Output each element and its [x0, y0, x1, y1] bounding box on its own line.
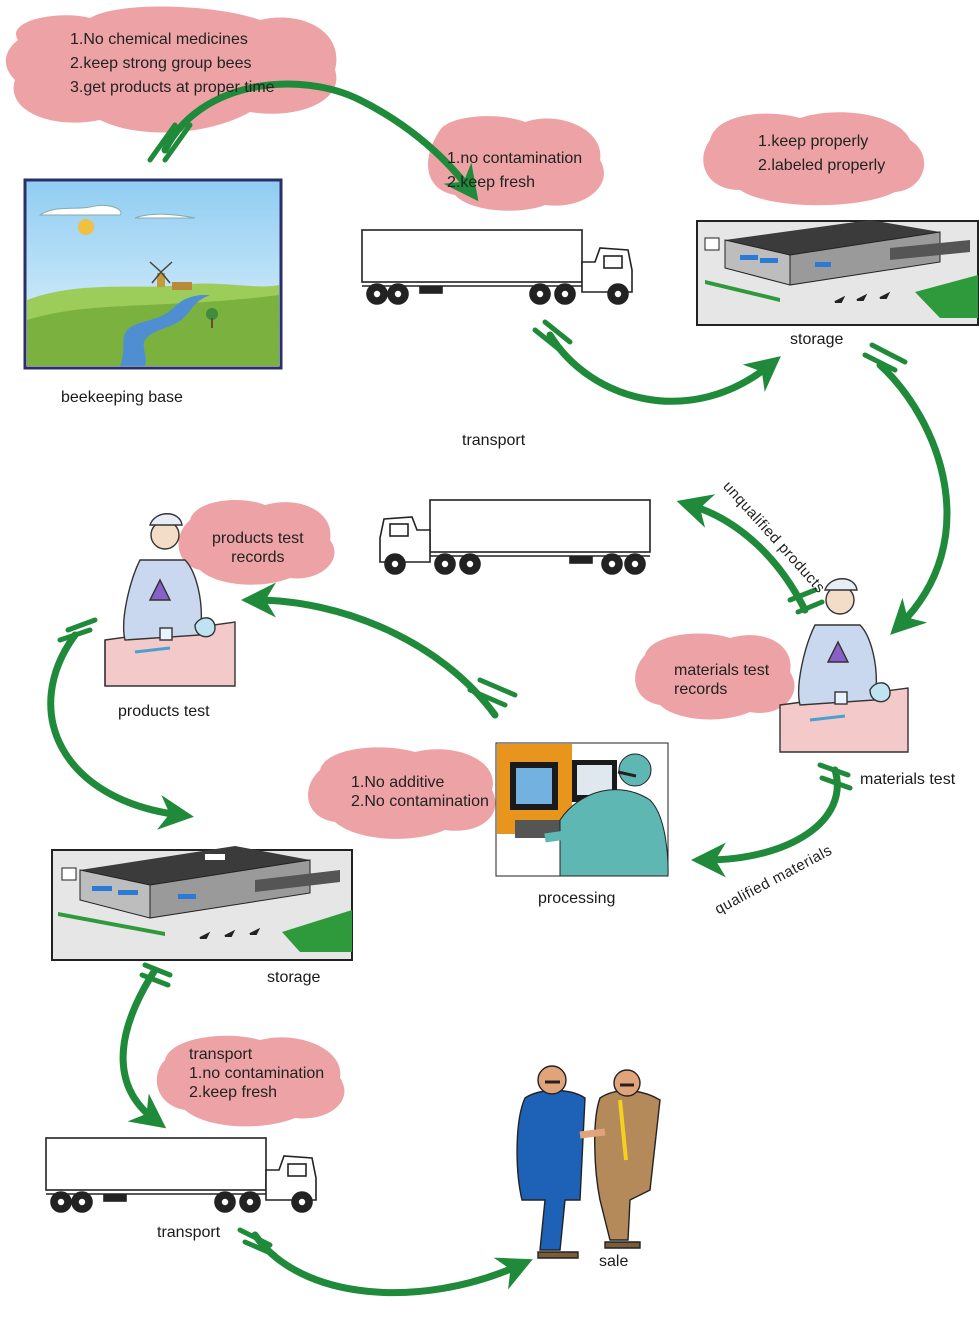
cloud-line: 1.no contamination — [189, 1065, 325, 1082]
arrow-storage-to-materials-test — [876, 361, 951, 635]
label-storage-2: storage — [267, 969, 321, 986]
label-processing: processing — [538, 890, 616, 907]
cloud-line: 2.keep strong group bees — [70, 55, 252, 72]
label-products-test: products test — [118, 703, 210, 720]
cloud-materials-test — [635, 633, 795, 720]
cloud-line: 1.keep properly — [758, 133, 869, 150]
cloud-line: 1.no contamination — [447, 150, 583, 167]
cloud-storage-1 — [703, 112, 925, 206]
cloud-line: 2.keep fresh — [189, 1084, 278, 1101]
arrow-storage-to-transport — [119, 966, 167, 1129]
arrow-transport-to-sale — [251, 1231, 533, 1297]
beekeeping-base-illustration — [23, 178, 283, 370]
cloud-line: materials test — [674, 662, 770, 679]
label-transport-2: transport — [157, 1224, 221, 1241]
cloud-transport-2 — [156, 1035, 345, 1127]
truck-2-illustration — [379, 499, 651, 575]
products-test-scientist-illustration — [104, 513, 236, 687]
materials-test-scientist-illustration — [779, 578, 909, 753]
arrow-base-to-transport — [161, 80, 479, 202]
arrow-transport-to-storage — [546, 331, 781, 405]
cloud-text-products-test: products test records — [212, 529, 304, 567]
cloud-line: products test — [212, 530, 304, 547]
cloud-line: records — [674, 681, 728, 698]
truck-3-illustration — [45, 1137, 317, 1213]
arrow-unqualified-return — [676, 494, 809, 614]
arrow-processing-to-products-test — [241, 582, 499, 719]
cloud-line: 1.No chemical medicines — [70, 31, 248, 48]
cloud-text-transport-2: transport 1.no contamination 2.keep fres… — [189, 1045, 324, 1102]
arrow-products-test-to-storage — [47, 631, 194, 830]
sale-handshake-illustration — [516, 1065, 661, 1259]
cloud-text-processing: 1.No additive 2.No contamination — [351, 773, 489, 811]
cloud-products-test — [178, 500, 335, 585]
label-sale: sale — [599, 1253, 629, 1270]
cloud-line: transport — [189, 1046, 253, 1063]
label-storage-1: storage — [790, 331, 844, 348]
cloud-text-transport-1: 1.no contamination 2.keep fresh — [447, 147, 582, 195]
label-beekeeping-base: beekeeping base — [61, 389, 183, 406]
cloud-line: 2.keep fresh — [447, 174, 536, 191]
storage-1-illustration — [696, 220, 979, 326]
cloud-text-storage-1: 1.keep properly 2.labeled properly — [758, 130, 885, 178]
arrow-materials-to-processing — [691, 766, 841, 878]
label-transport-1: transport — [462, 432, 526, 449]
cloud-beekeeping — [5, 6, 337, 133]
processing-worker-illustration — [495, 742, 669, 877]
cloud-line: 2.No contamination — [351, 793, 489, 810]
cloud-line: 1.No additive — [351, 774, 445, 791]
cloud-line: 2.labeled properly — [758, 157, 886, 174]
cloud-text-beekeeping: 1.No chemical medicines 2.keep strong gr… — [70, 28, 275, 100]
truck-1-illustration — [361, 229, 633, 305]
cloud-processing — [308, 747, 496, 839]
label-materials-test: materials test — [860, 771, 956, 788]
cloud-line: records — [231, 549, 285, 566]
storage-2-illustration — [51, 846, 353, 961]
cloud-text-materials-test: materials test records — [674, 661, 769, 699]
cloud-line: 3.get products at proper time — [70, 79, 275, 96]
